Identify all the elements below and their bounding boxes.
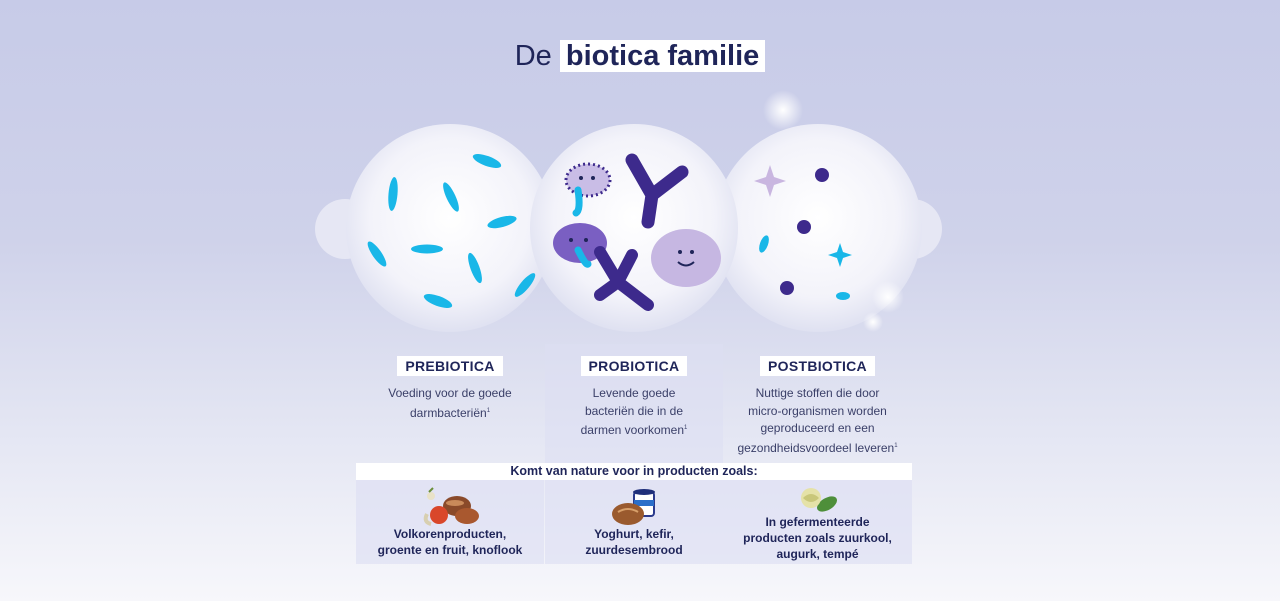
footnote-marker: 1 — [684, 425, 688, 431]
footnote-marker: 1 — [486, 407, 491, 414]
product-prebiotica: Volkorenproducten, groente en fruit, kno… — [356, 480, 544, 564]
postbiotic-particles — [754, 165, 852, 300]
prebiotica-heading: PREBIOTICA — [397, 356, 503, 376]
product-postbiotica: In gefermenteerde producten zoals zuurko… — [723, 480, 912, 564]
postbiotica-circle — [714, 124, 922, 332]
postbiotica-column: POSTBIOTICA Nuttige stoffen die door mic… — [723, 344, 912, 464]
product-probiotica: Yoghurt, kefir, zuurdesembrood — [545, 480, 723, 564]
sparkle-icon — [872, 281, 904, 313]
fermented-vegetables-icon — [800, 488, 837, 512]
probiotica-column: PROBIOTICA Levende goede bacteriën die i… — [545, 344, 723, 464]
probiotica-heading: PROBIOTICA — [580, 356, 688, 376]
page-title: De biotica familie — [0, 40, 1280, 73]
probiotica-description: Levende goede bacteriën die in de darmen… — [580, 386, 688, 437]
footnote-marker: 1 — [894, 442, 898, 449]
prebiotica-description: Voeding voor de goede darmbacteriën1 — [388, 386, 512, 420]
title-prefix: De — [514, 40, 552, 72]
yoghurt-bread-icon — [612, 489, 655, 525]
prebiotica-column: PREBIOTICA Voeding voor de goede darmbac… — [356, 344, 544, 464]
sparkle-icon — [763, 90, 803, 130]
bread-vegetables-icon — [423, 487, 479, 526]
postbiotica-description: Nuttige stoffen die door micro-organisme… — [737, 386, 898, 455]
title-highlight: biotica familie — [559, 40, 766, 72]
bacteria-icons — [553, 153, 721, 311]
fiber-icons — [367, 154, 536, 308]
sources-heading: Komt van nature voor in producten zoals: — [356, 463, 912, 480]
prebiotica-circle — [346, 124, 554, 332]
sparkle-icon — [863, 312, 883, 332]
postbiotica-heading: POSTBIOTICA — [760, 356, 875, 376]
